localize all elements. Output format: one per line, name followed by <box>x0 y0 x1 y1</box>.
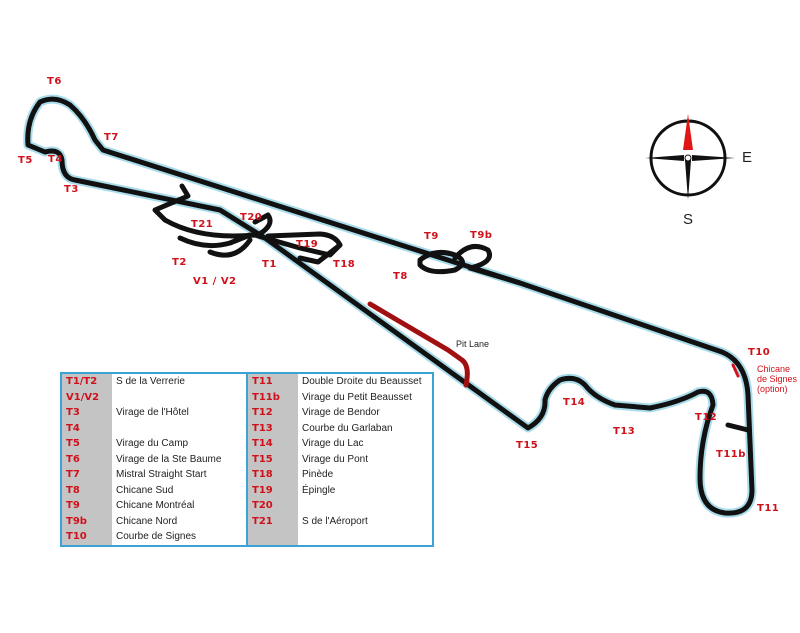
legend-code: T20 <box>246 498 298 514</box>
turn-label-t18: T18 <box>333 259 356 270</box>
legend-code: V1/V2 <box>61 389 112 405</box>
turn-legend-table: T1/T2 S de la Verrerie T11 Double Droite du… <box>60 372 434 547</box>
legend-row: T9 Chicane Montréal T20 <box>61 498 433 514</box>
chicane-de-signes-note: Chicane de Signes (option) <box>757 364 798 394</box>
turn-label-t12: T12 <box>695 412 718 423</box>
compass <box>645 114 735 200</box>
turn-label-t7: T7 <box>104 132 119 143</box>
legend-code: T15 <box>246 451 298 467</box>
legend-code: T5 <box>61 436 112 452</box>
turn-label-t14: T14 <box>563 397 586 408</box>
turn-label-t4: T4 <box>48 154 63 165</box>
legend-name: Mistral Straight Start <box>116 469 207 480</box>
legend-code: T12 <box>246 405 298 421</box>
compass-south-label: S <box>683 211 694 228</box>
legend-name: Courbe du Garlaban <box>302 422 393 434</box>
legend-name: Chicane Sud <box>116 484 174 496</box>
legend-row: T5 Virage du Camp T14 Virage du Lac <box>61 436 433 452</box>
compass-east-needle-icon <box>692 155 735 161</box>
pit-lane-label: Pit Lane <box>456 339 490 349</box>
turn-label-t13: T13 <box>613 426 636 437</box>
compass-east-label: E <box>742 149 753 166</box>
legend-row: V1/V2 T11b Virage du Petit Beausset <box>61 389 433 406</box>
turn-label-t9b: T9b <box>470 230 493 241</box>
legend-code: T1/T2 <box>61 373 112 390</box>
turn-label-t3: T3 <box>64 184 79 195</box>
turn-label-t5: T5 <box>18 155 33 166</box>
legend-row: T3 Virage de l'Hôtel T12 Virage de Bendor <box>61 405 433 421</box>
turn-label-t20: T20 <box>240 212 263 223</box>
legend-row: T6 Virage de la Ste Baume T15 Virage du Pon… <box>61 451 433 467</box>
legend-name: Pinède <box>302 469 334 480</box>
legend-name: S de la Verrerie <box>116 376 185 387</box>
chicane-option-marks <box>731 363 740 378</box>
track-main <box>25 96 755 516</box>
turn-label-t8: T8 <box>393 271 408 282</box>
legend-name <box>112 421 247 437</box>
turn-label-t9: T9 <box>424 231 439 242</box>
legend-code: T6 <box>61 451 112 467</box>
legend-code: T4 <box>61 420 112 436</box>
compass-north-needle-icon <box>683 114 693 150</box>
legend-code: T21 <box>246 513 298 529</box>
legend-row: T10 Courbe de Signes <box>61 529 433 546</box>
legend-name: Chicane Montréal <box>116 500 195 511</box>
legend-code: T10 <box>61 529 112 546</box>
legend-name: Virage du Camp <box>116 438 189 449</box>
legend-name: Virage du Lac <box>302 438 364 449</box>
legend-row: T9b Chicane Nord T21 S de l'Aéroport <box>61 513 433 529</box>
legend-name: Courbe de Signes <box>116 531 197 542</box>
turn-label-v1-v2: V1 / V2 <box>193 276 237 287</box>
legend-row: T8 Chicane Sud T19 Épingle <box>61 482 433 498</box>
legend-name: Chicane Nord <box>116 515 178 527</box>
legend-code: T8 <box>61 482 112 498</box>
turn-label-t19: T19 <box>296 239 319 250</box>
compass-west-needle-icon <box>645 155 684 161</box>
legend-code: T11 <box>246 373 298 390</box>
turn-label-t11b: T11b <box>716 449 746 460</box>
legend-code: T9 <box>61 498 112 514</box>
turn-label-t10: T10 <box>748 347 771 358</box>
turn-label-t21: T21 <box>191 219 214 230</box>
legend-code: T7 <box>61 467 112 483</box>
legend-row: T7 Mistral Straight Start T18 Pinède <box>61 467 433 483</box>
legend-row: T1/T2 S de la Verrerie T11 Double Droite du… <box>61 373 433 390</box>
legend-code <box>246 529 298 546</box>
legend-code: T14 <box>246 436 298 452</box>
compass-south-needle-icon <box>685 160 691 200</box>
legend-code: T18 <box>246 467 298 483</box>
legend-name: Virage de l'Hôtel <box>116 407 189 418</box>
turn-label-t1: T1 <box>262 259 277 270</box>
legend-name <box>298 529 433 546</box>
turn-label-t15: T15 <box>516 440 539 451</box>
legend-name: Double Droite du Beausset <box>302 376 422 387</box>
legend-name: Virage de la Ste Baume <box>116 453 222 465</box>
legend-name: Épingle <box>302 484 336 496</box>
legend-name: Virage du Pont <box>302 453 368 465</box>
turn-label-t2: T2 <box>172 257 187 268</box>
legend-name: S de l'Aéroport <box>302 515 368 527</box>
legend-name <box>112 390 247 406</box>
turn-label-t11: T11 <box>757 503 780 514</box>
legend-code: T11b <box>246 389 298 405</box>
legend-row: T4 T13 Courbe du Garlaban <box>61 420 433 437</box>
legend-name: Virage du Petit Beausset <box>302 391 412 403</box>
legend-code: T9b <box>61 513 112 529</box>
legend-name: Virage de Bendor <box>302 407 380 418</box>
legend-code: T19 <box>246 482 298 498</box>
legend-code: T3 <box>61 405 112 421</box>
pit-lane-path <box>367 301 470 388</box>
legend-name <box>298 498 433 514</box>
turn-label-t6: T6 <box>47 76 62 87</box>
legend-code: T13 <box>246 420 298 436</box>
